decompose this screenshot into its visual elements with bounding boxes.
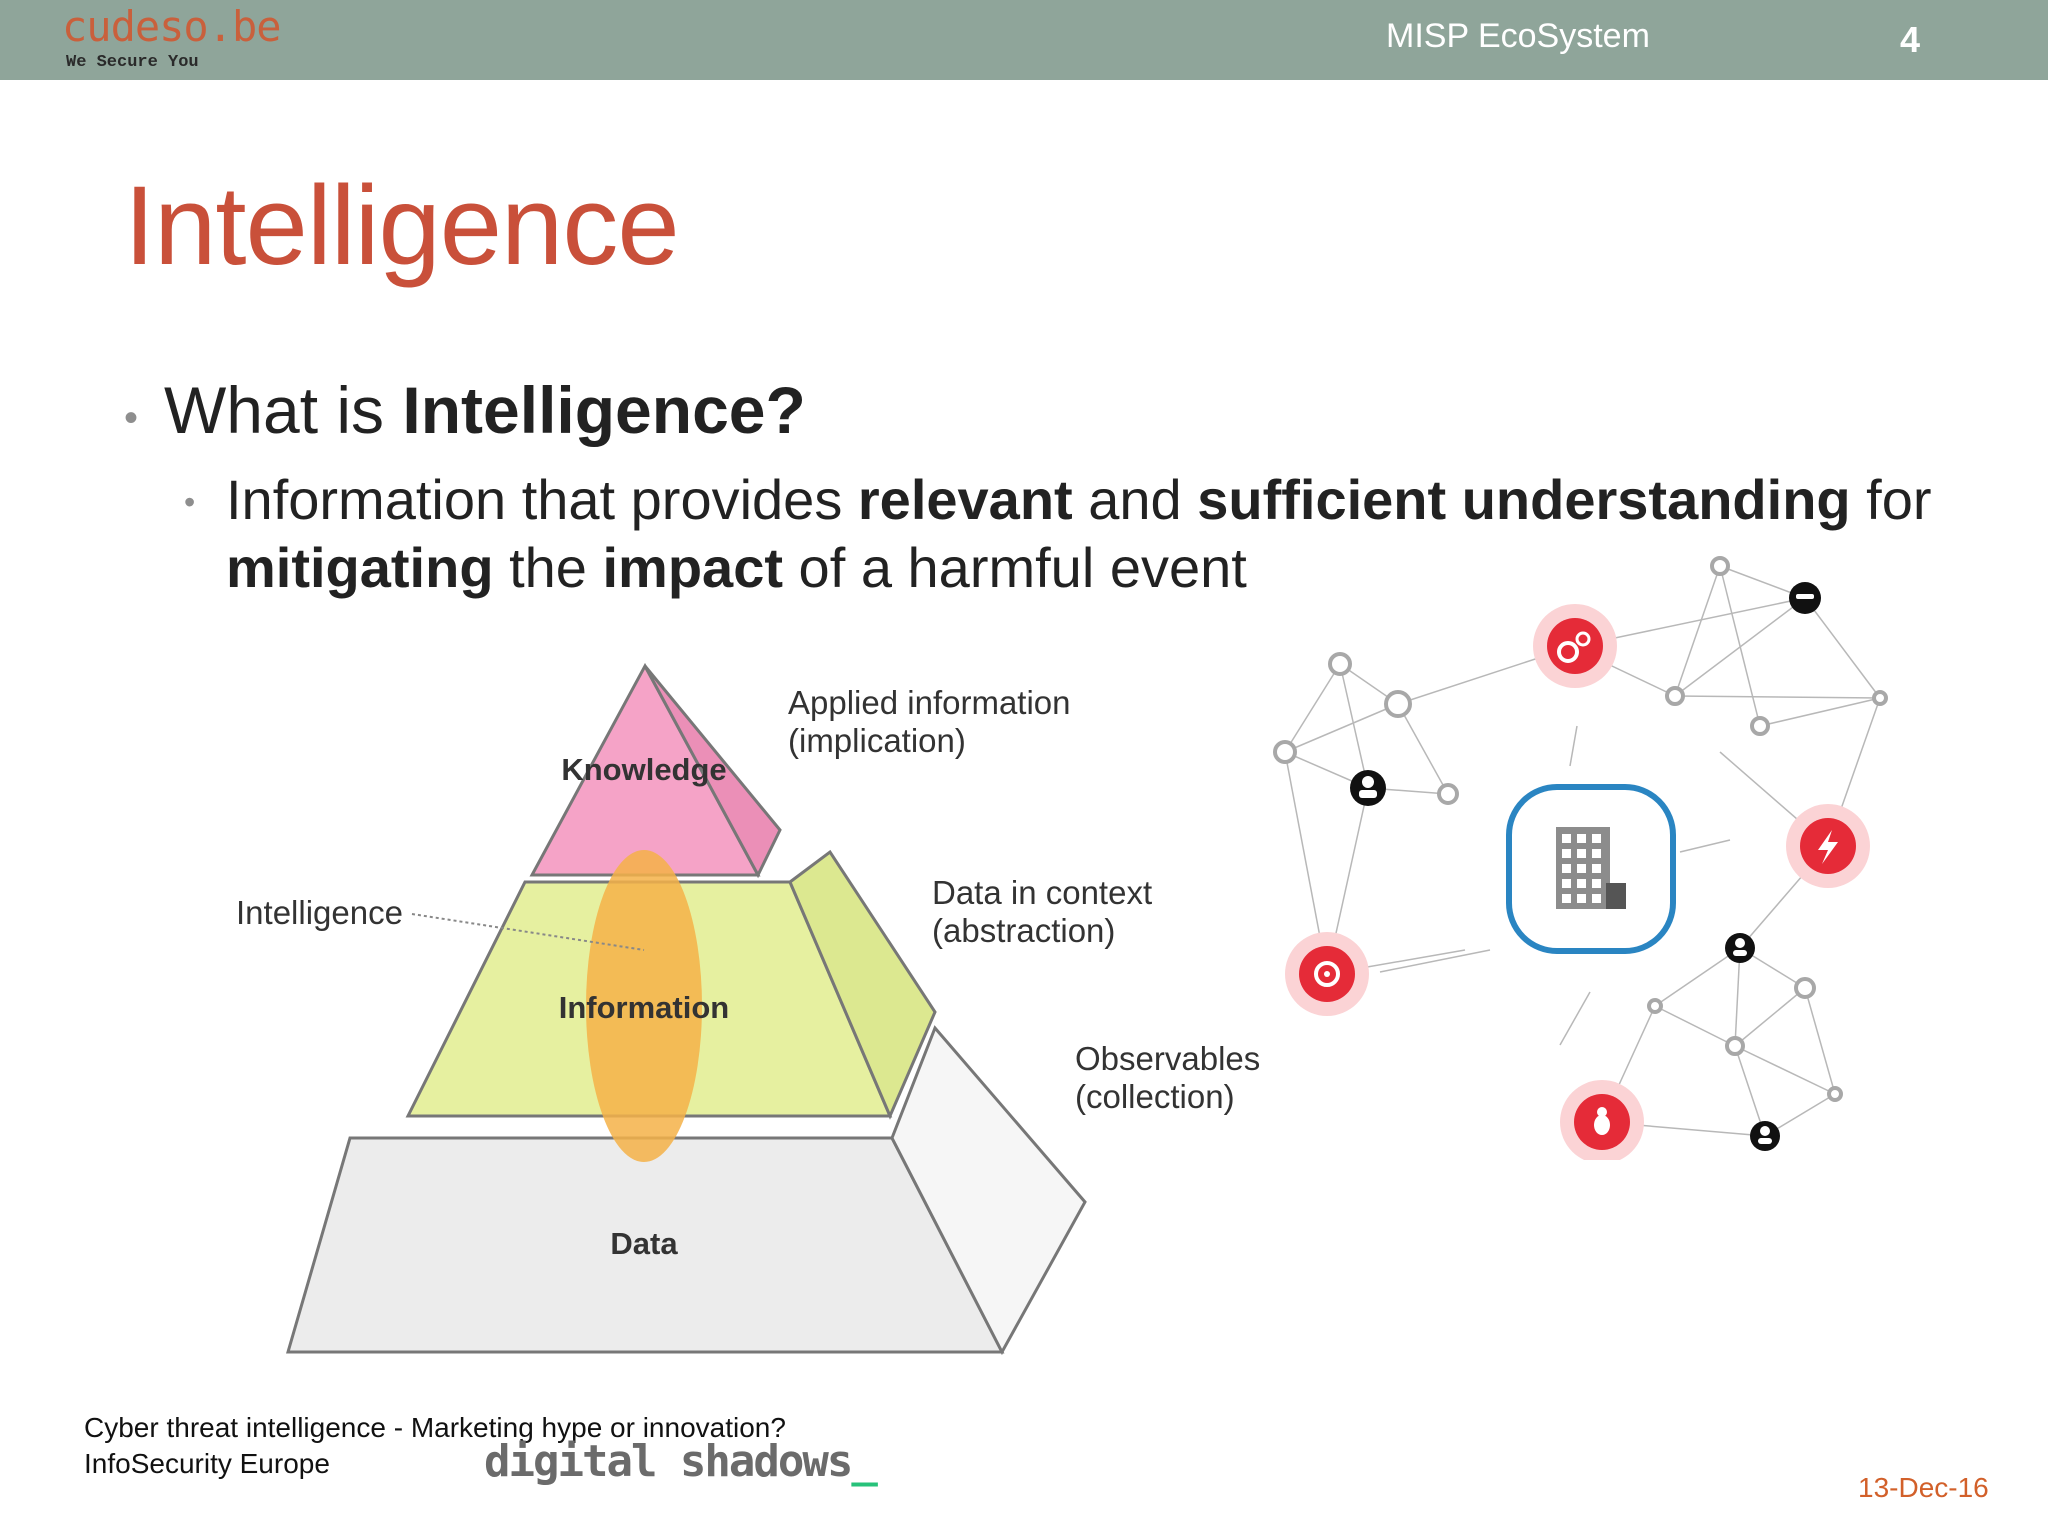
definition-text-1: Information that provides (226, 468, 858, 531)
definition-text-3: for (1850, 468, 1932, 531)
intelligence-oval (586, 850, 702, 1162)
lightning-icon (1786, 804, 1870, 888)
label-context-line1: Data in context (932, 874, 1153, 911)
digital-shadows-logo: digital shadows_ (484, 1440, 878, 1484)
definition-bold-mitigating: mitigating (226, 536, 494, 600)
data-label: Data (610, 1226, 678, 1261)
bullet-question-text: What is (164, 373, 403, 447)
knowledge-layer-side (643, 665, 782, 879)
building-icon (1556, 827, 1626, 909)
label-applied-information: Applied information (implication) (788, 684, 1071, 760)
label-observables-line1: Observables (1075, 1040, 1261, 1077)
definition-text-4: the (493, 536, 603, 600)
label-data-in-context: Data in context (abstraction) (932, 874, 1152, 950)
cudeso-tagline: We Secure You (66, 53, 199, 72)
bug-icon (1560, 1080, 1644, 1160)
gears-icon (1533, 604, 1617, 688)
bullet-dot: • (124, 396, 139, 440)
label-applied-line1: Applied information (788, 684, 1071, 721)
intelligence-pyramid-diagram: Knowledge Information Data (286, 662, 1087, 1356)
cudeso-logo: cudeso.be (62, 2, 282, 51)
label-observables-line2: (collection) (1075, 1077, 1235, 1115)
label-intelligence: Intelligence (236, 894, 403, 931)
bullet-question: What is Intelligence? (164, 374, 806, 447)
data-layer-side (890, 1025, 1087, 1356)
threat-network-illustration (1273, 556, 1888, 1160)
label-applied-line2: (implication) (788, 721, 966, 759)
grey-user-node (1273, 556, 1888, 1102)
label-observables: Observables (collection) (1075, 1040, 1260, 1116)
information-label: Information (559, 990, 730, 1025)
slide-number: 4 (1900, 19, 1921, 60)
definition-bold-understanding: sufficient understanding (1197, 468, 1851, 531)
biohazard-icon (1285, 932, 1369, 1016)
digital-shadows-logo-underscore: _ (851, 1436, 877, 1487)
sub-bullet-dot: • (184, 484, 196, 520)
definition-bold-relevant: relevant (857, 468, 1073, 531)
definition-bold-impact: impact (602, 536, 784, 600)
slide-header: cudeso.be We Secure You MISP EcoSystem 4 (0, 0, 2048, 80)
knowledge-label: Knowledge (561, 752, 726, 787)
bullet-question-bold: Intelligence? (402, 373, 806, 447)
bullet-definition: Information that provides relevant and s… (226, 466, 1946, 603)
header-title: MISP EcoSystem (1386, 17, 1650, 55)
source-citation-title: Cyber threat intelligence - Marketing hy… (84, 1412, 786, 1443)
source-citation-event: InfoSecurity Europe (84, 1448, 330, 1479)
information-layer-side (788, 849, 937, 1120)
user-icon (1350, 582, 1821, 1151)
footer-date: 13-Dec-16 (1858, 1472, 1989, 1503)
label-context-line2: (abstraction) (932, 911, 1116, 949)
definition-text-5: of a harmful event (783, 536, 1247, 600)
definition-text-2: and (1072, 468, 1198, 531)
digital-shadows-logo-text: digital shadows (484, 1436, 853, 1487)
slide-title: Intelligence (124, 163, 680, 288)
